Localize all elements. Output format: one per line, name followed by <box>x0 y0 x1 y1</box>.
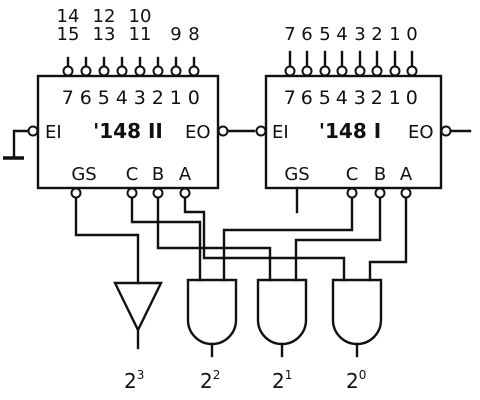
chip-148-I: 7 6 5 4 3 2 1 0 7 6 5 4 3 2 1 0 EI '148 … <box>255 24 472 214</box>
chip-title: '148 I <box>319 119 381 143</box>
chip-148-I-pin-labels: 7 6 5 4 3 2 1 0 <box>284 87 419 109</box>
input-label: 4 <box>336 24 347 45</box>
chip-148-I-input-pins <box>284 50 418 77</box>
input-bubble <box>62 65 74 77</box>
pin-label: 6 <box>301 87 314 109</box>
input-bubble <box>301 65 313 77</box>
pin-label: 7 <box>62 87 75 109</box>
pin-label: 0 <box>188 87 201 109</box>
ei-bubble <box>27 125 39 137</box>
input-bubble <box>284 65 296 77</box>
output-label-2-1: 21 <box>272 368 292 393</box>
pin-label: 1 <box>170 87 183 109</box>
gs-label: GS <box>284 164 309 185</box>
input-bubble <box>188 65 200 77</box>
and-gate-1 <box>186 278 238 358</box>
b-label: B <box>374 164 386 185</box>
input-label: 6 <box>301 24 312 45</box>
input-bubble <box>134 65 146 77</box>
pin-label: 4 <box>116 87 129 109</box>
input-label-14: 14 <box>57 6 80 27</box>
input-bubble <box>152 65 164 77</box>
input-label: 3 <box>354 24 365 45</box>
pin-label: 0 <box>406 87 419 109</box>
a-bubble <box>400 187 412 199</box>
buffer-triangle <box>113 281 163 333</box>
chip-title: '148 II <box>93 119 163 143</box>
and-gate-2 <box>256 278 308 358</box>
input-bubble <box>116 65 128 77</box>
input-label-8: 8 <box>188 24 199 45</box>
chip-148-II: 14 12 10 15 13 11 9 8 7 6 5 4 3 2 1 0 EI… <box>3 6 229 199</box>
output-label-2-3: 23 <box>124 368 144 393</box>
input-bubble <box>80 65 92 77</box>
eo-bubble <box>217 125 229 137</box>
ei-label: EI <box>45 122 62 143</box>
buffer-gate <box>113 281 163 350</box>
input-label-9: 9 <box>170 24 181 45</box>
output-label-2-0: 20 <box>346 368 366 393</box>
input-bubble <box>319 65 331 77</box>
pin-label: 3 <box>134 87 147 109</box>
ei-wire <box>12 129 30 160</box>
input-label: 5 <box>319 24 330 45</box>
ei-label: EI <box>272 122 289 143</box>
pin-label: 3 <box>354 87 367 109</box>
input-label: 1 <box>389 24 400 45</box>
pin-label: 5 <box>319 87 332 109</box>
pin-label: 5 <box>98 87 111 109</box>
input-bubble <box>170 65 182 77</box>
pin-label: 1 <box>389 87 402 109</box>
a-bubble <box>179 187 191 199</box>
a-label: A <box>400 164 413 185</box>
and-gate-3 <box>331 278 383 358</box>
pin-label: 7 <box>284 87 297 109</box>
input-label-15: 15 <box>57 24 80 45</box>
input-label-13: 13 <box>93 24 116 45</box>
output-label-2-2: 22 <box>200 368 220 393</box>
b-bubble <box>374 187 386 199</box>
input-label-12: 12 <box>93 6 116 27</box>
chip-148-II-input-pins <box>62 56 200 77</box>
a-label: A <box>179 164 192 185</box>
pin-label: 2 <box>371 87 384 109</box>
input-label: 0 <box>406 24 417 45</box>
pin-label: 6 <box>80 87 93 109</box>
b-label: B <box>152 164 164 185</box>
b-bubble <box>152 187 164 199</box>
input-bubble <box>371 65 383 77</box>
input-label-10: 10 <box>129 6 152 27</box>
gs-bubble <box>70 187 82 199</box>
eo-bubble <box>440 125 452 137</box>
c-bubble <box>346 187 358 199</box>
eo-label: EO <box>185 122 211 143</box>
input-bubble <box>406 65 418 77</box>
gs-label: GS <box>71 164 96 185</box>
input-bubble <box>354 65 366 77</box>
chip-148-II-body <box>36 74 220 190</box>
c-bubble <box>126 187 138 199</box>
input-label: 2 <box>371 24 382 45</box>
input-label-11: 11 <box>129 24 152 45</box>
input-bubble <box>98 65 110 77</box>
c-label: C <box>126 164 139 185</box>
input-bubble <box>336 65 348 77</box>
ei-bubble <box>255 125 267 137</box>
output-labels: 23 22 21 20 <box>124 368 366 393</box>
chip-148-II-pin-labels: 7 6 5 4 3 2 1 0 <box>62 87 201 109</box>
wiring <box>74 196 408 285</box>
input-bubble <box>389 65 401 77</box>
input-label: 7 <box>284 24 295 45</box>
chip-148-I-body <box>264 74 443 190</box>
eo-label: EO <box>408 122 434 143</box>
pin-label: 2 <box>152 87 165 109</box>
c-label: C <box>346 164 359 185</box>
pin-label: 4 <box>336 87 349 109</box>
